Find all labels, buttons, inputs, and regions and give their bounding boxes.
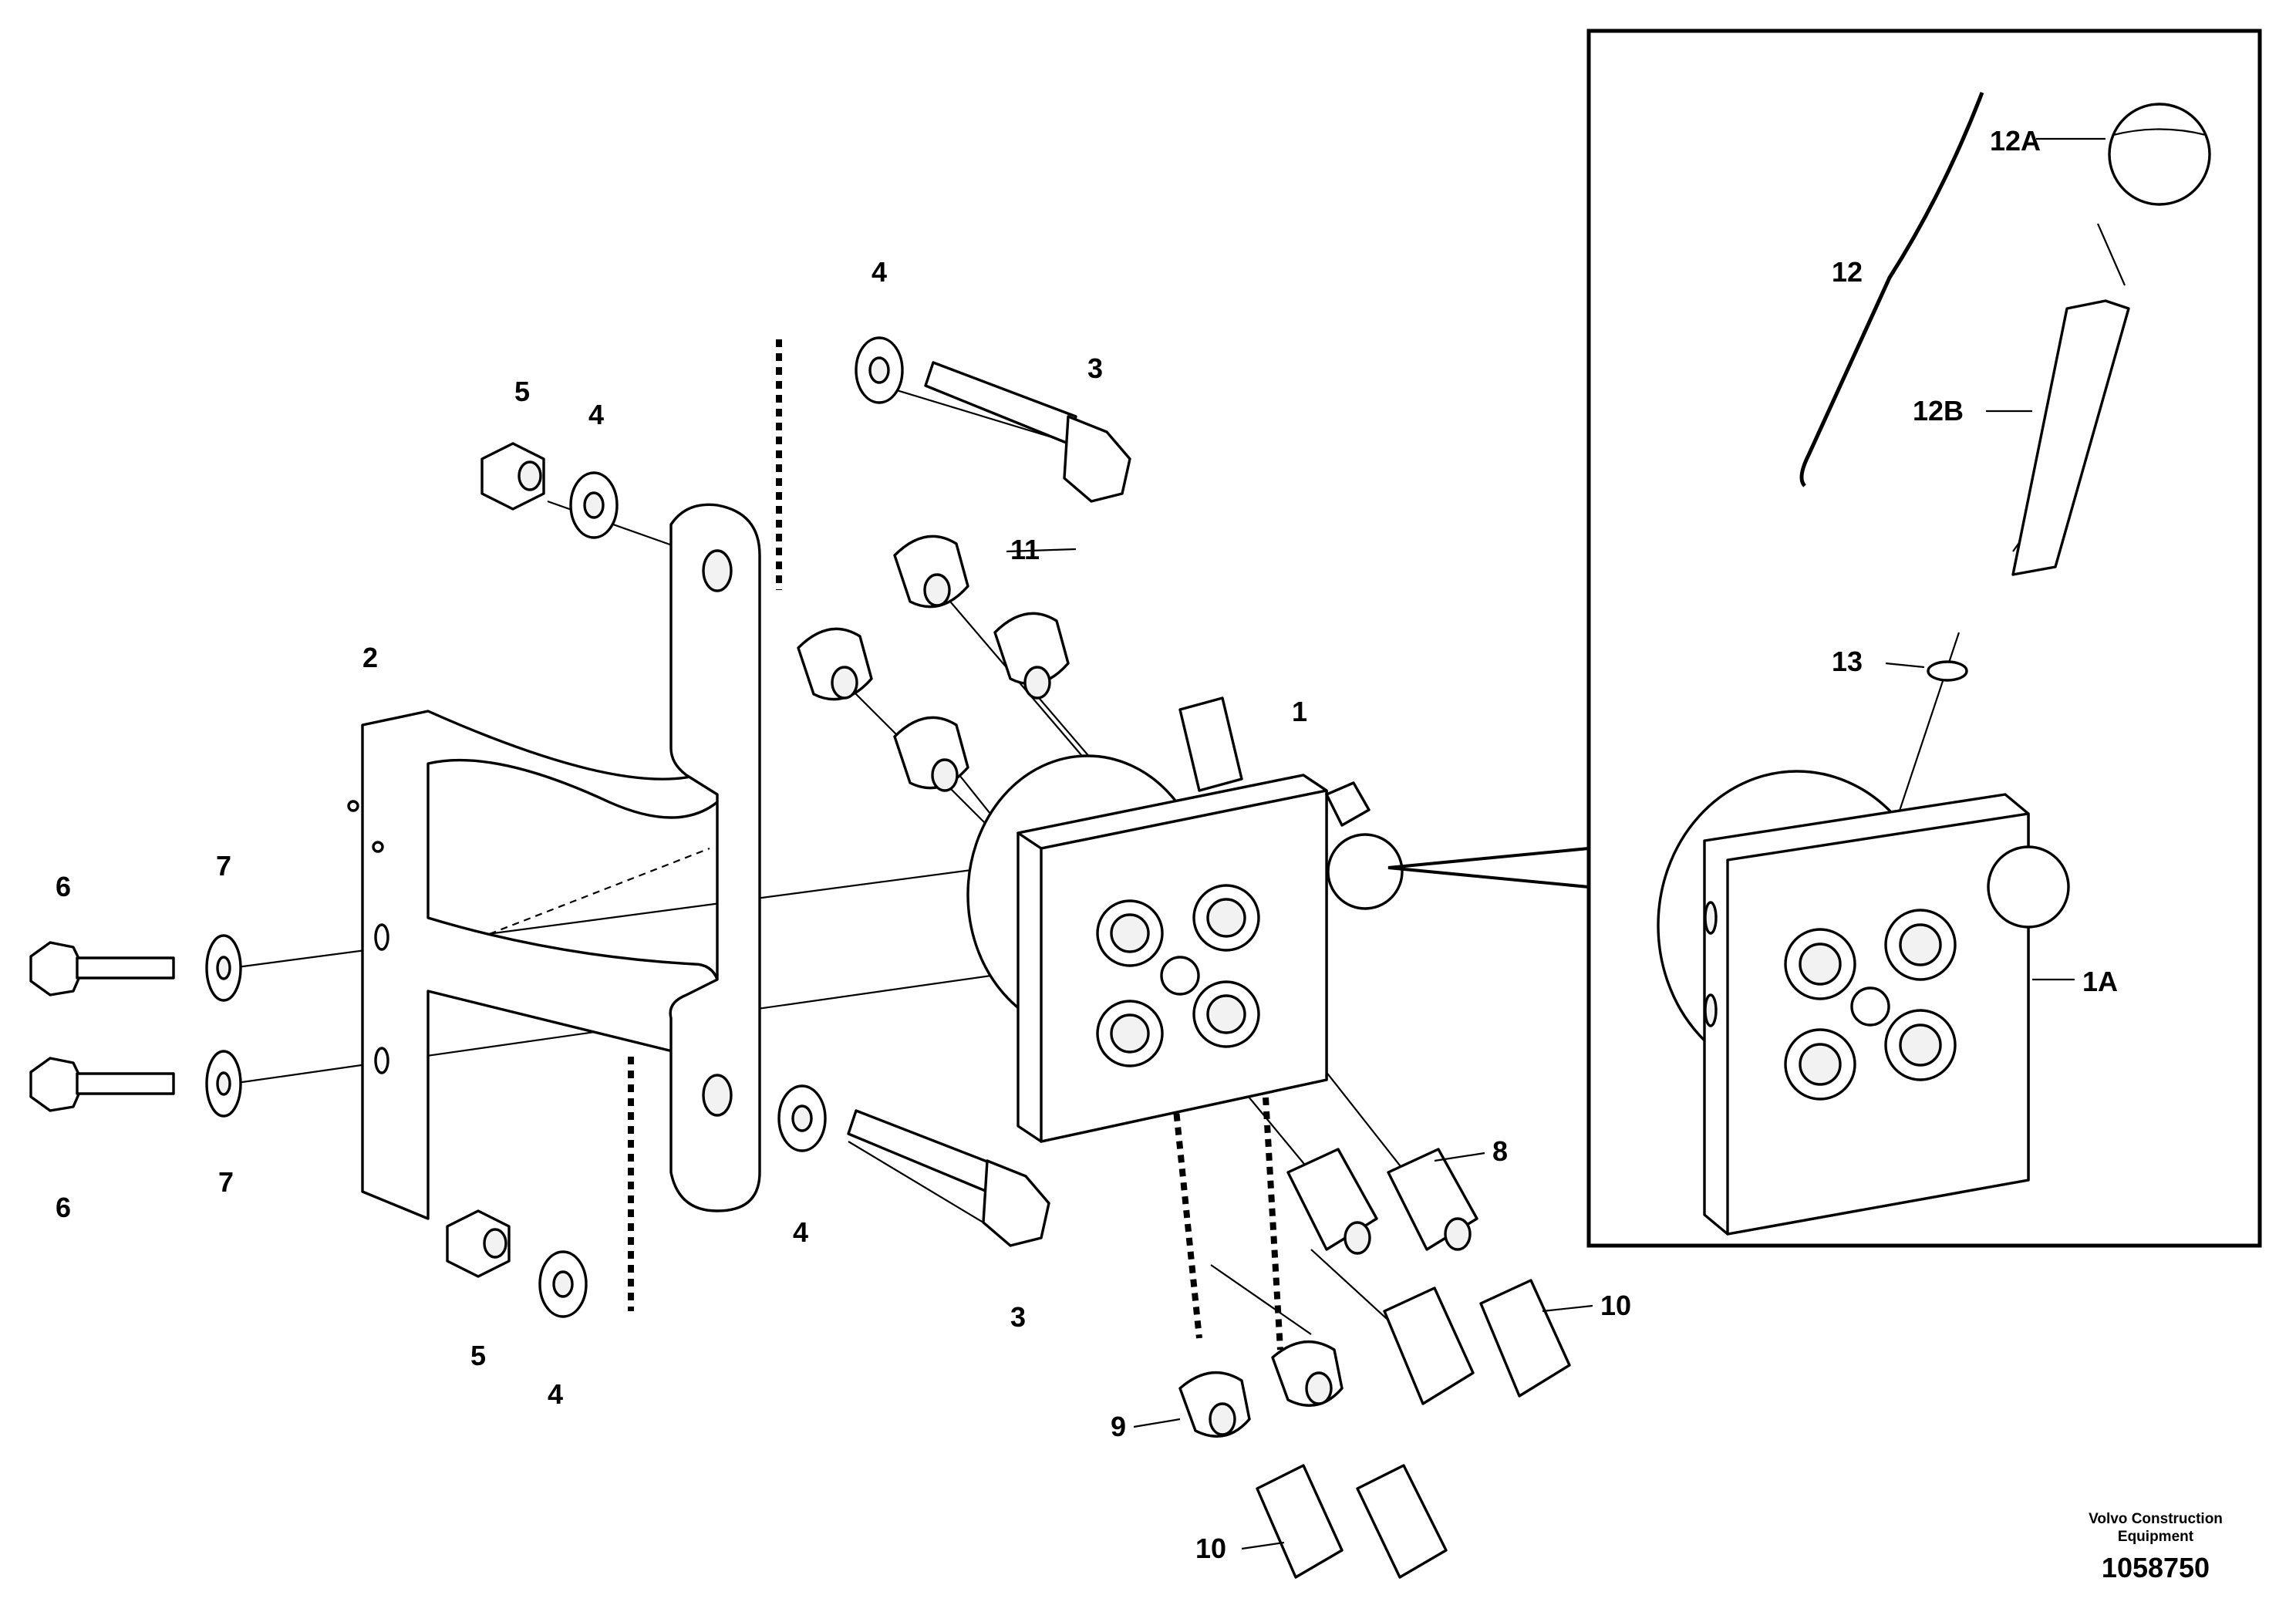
knob-12a (2108, 103, 2211, 206)
callout-4-mid: 4 (793, 1216, 808, 1248)
callout-labels: 1 1A 2 3 3 4 4 4 4 5 5 6 6 7 7 8 9 10 10… (56, 125, 2118, 1564)
upper-hardware (480, 336, 1131, 539)
callout-1: 1 (1292, 696, 1307, 727)
callout-9: 9 (1111, 1411, 1126, 1442)
callout-10-right: 10 (1600, 1290, 1631, 1321)
lever-12b (2011, 299, 2130, 576)
callout-5-upper: 5 (514, 376, 530, 407)
footer-block: Volvo Construction Equipment 1058750 (2089, 1511, 2223, 1583)
detail-assembly-1a (1657, 770, 2070, 1236)
valve-ports (1096, 884, 1260, 1067)
callout-5-lower: 5 (470, 1340, 486, 1371)
detail-pointer (1387, 846, 1590, 889)
callout-leaders (1006, 137, 2106, 1550)
callout-4-upper: 4 (588, 399, 604, 430)
callout-3-lower: 3 (1010, 1301, 1026, 1333)
lower-hardware (446, 1084, 1050, 1318)
lower-adapters (1178, 1148, 1571, 1579)
callout-3-upper: 3 (1087, 352, 1103, 384)
callout-1a: 1A (2082, 966, 2118, 997)
callout-8: 8 (1492, 1135, 1508, 1167)
brand-line-2: Equipment (2118, 1529, 2194, 1545)
left-bolts (29, 934, 242, 1118)
bracket-upright (669, 503, 761, 1212)
callout-6-upper: 6 (56, 871, 71, 902)
callout-7-lower: 7 (218, 1166, 234, 1198)
callout-12a: 12A (1990, 125, 2041, 157)
upper-adapters (797, 534, 1070, 792)
callout-2: 2 (362, 642, 378, 673)
callout-13: 13 (1832, 646, 1863, 677)
callout-4-bottom: 4 (548, 1378, 563, 1410)
control-valve-1 (966, 696, 1404, 1143)
callout-7-upper: 7 (216, 850, 231, 882)
brace-12 (1799, 92, 1984, 487)
callout-4-top: 4 (872, 256, 887, 288)
callout-12b: 12B (1913, 395, 1964, 427)
callout-12: 12 (1832, 256, 1863, 288)
brand-line-1: Volvo Construction (2089, 1511, 2223, 1527)
callout-11: 11 (1010, 534, 1040, 565)
document-number: 1058750 (2102, 1552, 2210, 1583)
detail-frame (1586, 29, 2262, 1248)
washer-13 (1927, 660, 1968, 682)
callout-6-lower: 6 (56, 1192, 71, 1223)
callout-10-bottom: 10 (1195, 1533, 1226, 1564)
